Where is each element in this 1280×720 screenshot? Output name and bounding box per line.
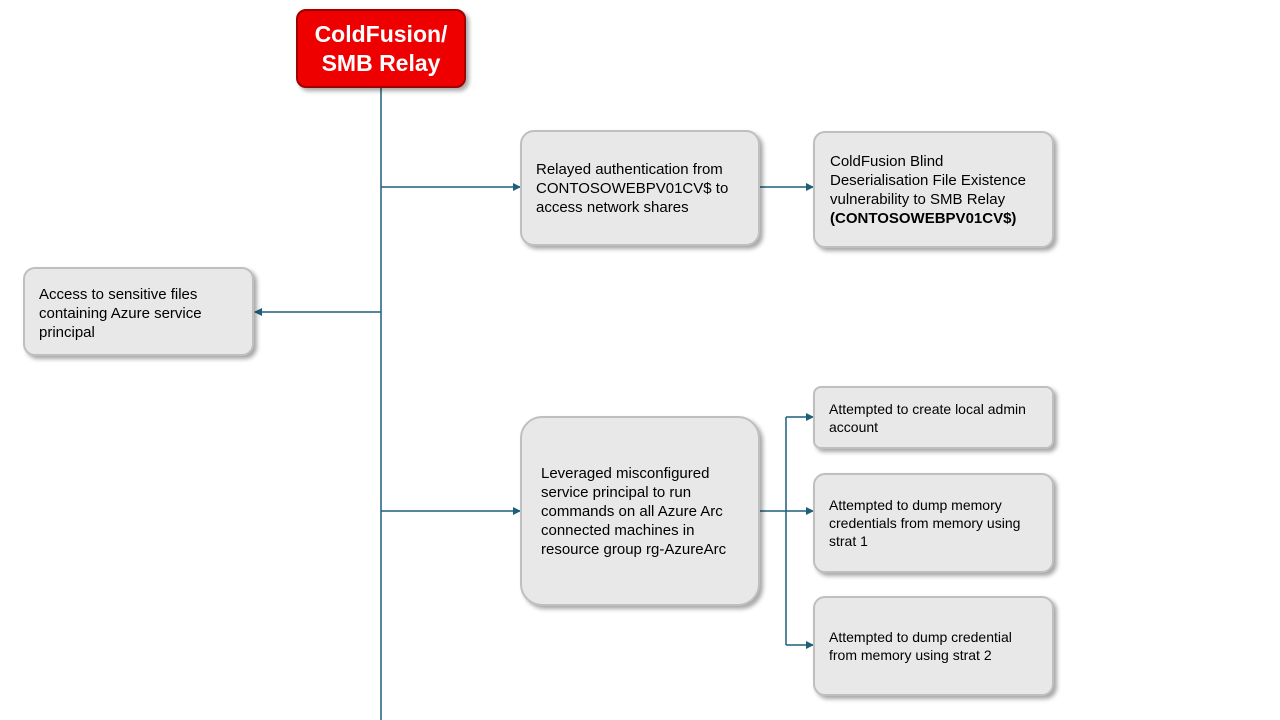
root-node-coldfusion-smb-relay: ColdFusion/ SMB Relay	[296, 9, 466, 88]
node-relayed-auth: Relayed authentication from CONTOSOWEBPV…	[520, 130, 760, 246]
node-coldfusion-vuln-text: ColdFusion Blind Deserialisation File Ex…	[830, 152, 1026, 208]
node-dump-strat2: Attempted to dump credential from memory…	[813, 596, 1054, 696]
node-coldfusion-vuln-host: (CONTOSOWEBPV01CV$)	[830, 209, 1017, 227]
node-local-admin-text: Attempted to create local admin account	[829, 400, 1026, 435]
node-leveraged-sp: Leveraged misconfigured service principa…	[520, 416, 760, 606]
node-leveraged-sp-text: Leveraged misconfigured service principa…	[541, 464, 727, 558]
node-coldfusion-vuln: ColdFusion Blind Deserialisation File Ex…	[813, 131, 1054, 248]
node-dump-strat2-text: Attempted to dump credential from memory…	[829, 629, 1012, 663]
node-sensitive-files: Access to sensitive files containing Azu…	[23, 267, 254, 356]
node-dump-strat1: Attempted to dump memory credentials fro…	[813, 473, 1054, 573]
node-sensitive-files-text: Access to sensitive files containing Azu…	[39, 286, 202, 341]
node-local-admin: Attempted to create local admin account	[813, 386, 1054, 449]
root-node-line2: SMB Relay	[321, 49, 441, 76]
node-relayed-auth-text: Relayed authentication from CONTOSOWEBPV…	[536, 160, 729, 216]
root-node-line1: ColdFusion/	[314, 20, 448, 47]
node-dump-strat1-text: Attempted to dump memory credentials fro…	[829, 497, 1021, 549]
